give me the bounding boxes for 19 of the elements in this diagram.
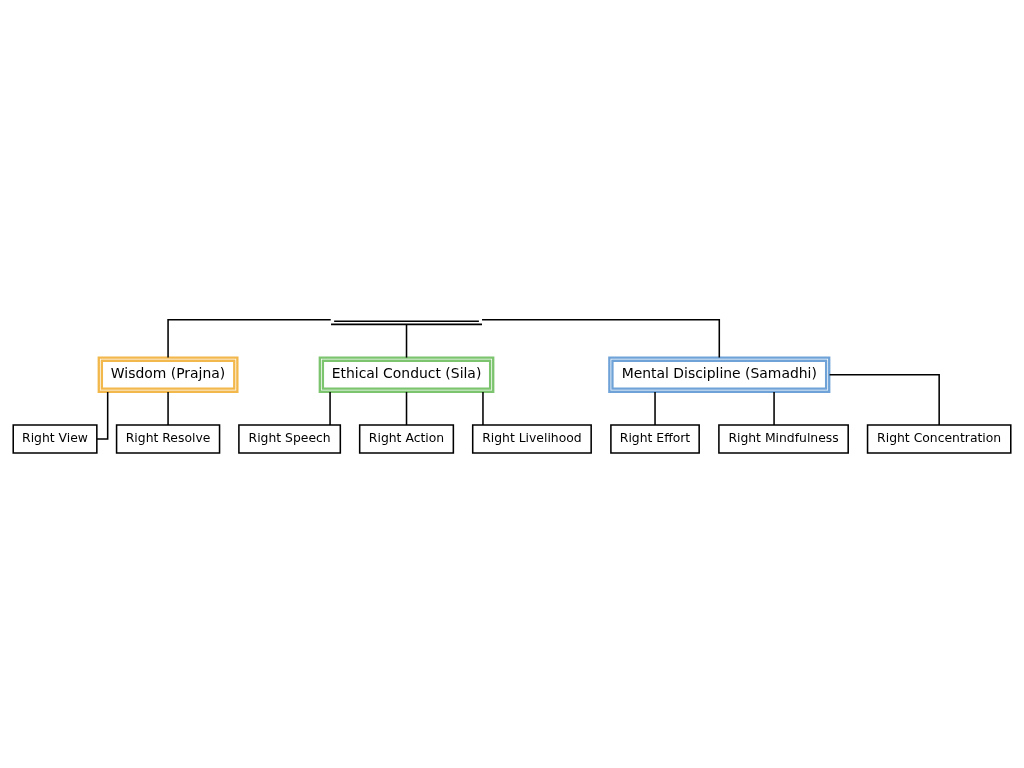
- connector: [167, 391, 169, 426]
- connector: [405, 391, 408, 426]
- node-box: Right Speech: [238, 424, 342, 454]
- node-box: Right Resolve: [115, 424, 221, 454]
- connector: [773, 391, 775, 426]
- connector: [828, 373, 940, 426]
- node-box: Right Concentration: [866, 424, 1012, 454]
- connector: [167, 318, 332, 359]
- node-box: Right Livelihood: [471, 424, 592, 454]
- node-box: Right Effort: [610, 424, 700, 454]
- connector: [481, 318, 721, 359]
- connector: [96, 391, 109, 440]
- connector: [482, 391, 484, 426]
- node-box: Right View: [12, 424, 98, 454]
- node-box: Right Action: [358, 424, 455, 454]
- connector: [329, 391, 331, 426]
- connector: [405, 323, 408, 359]
- node-box: Right Mindfulness: [718, 424, 849, 454]
- connector: [654, 391, 656, 426]
